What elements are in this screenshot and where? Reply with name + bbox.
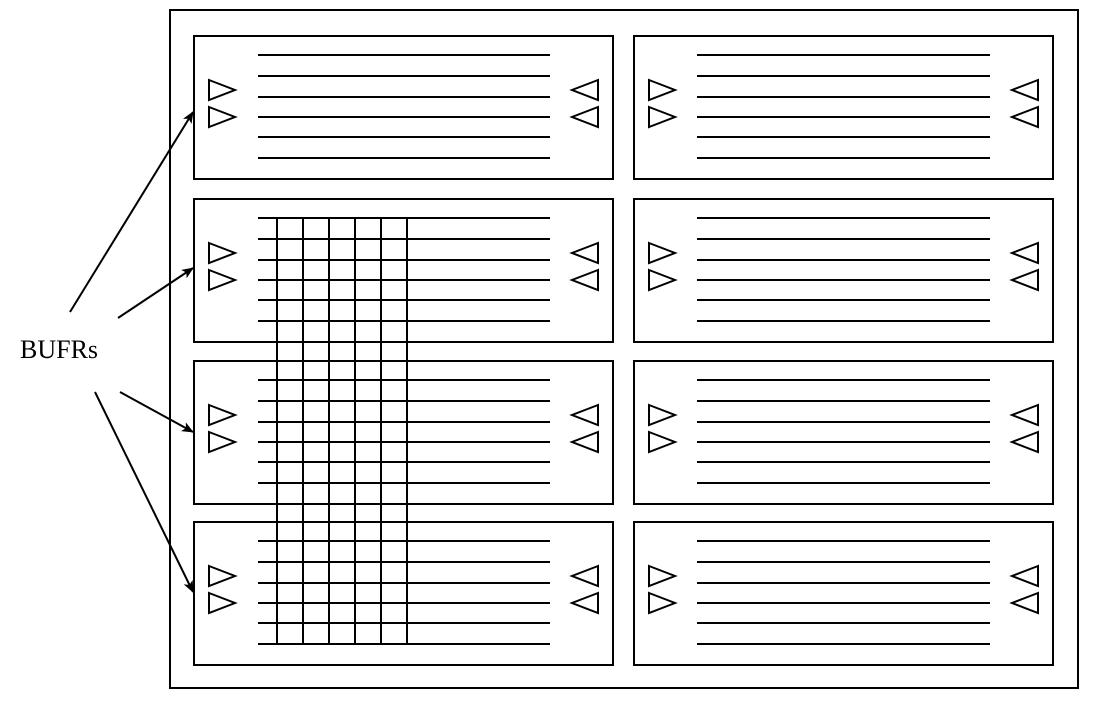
buffer-left-triangle-icon [569, 564, 599, 588]
buffer-left-triangle-icon [569, 105, 599, 129]
arrow-to-row-1 [69, 111, 194, 313]
routing-block [193, 521, 614, 666]
buffer-left-triangle-icon [1009, 430, 1039, 454]
buffer-left-triangle-icon [1009, 78, 1039, 102]
arrow-to-row-3 [119, 391, 194, 433]
block-outline [193, 198, 614, 343]
buffer-left-triangle-icon [569, 403, 599, 427]
routing-block [193, 35, 614, 180]
buffer-right-triangle-icon [208, 241, 238, 265]
buffer-right-triangle-icon [648, 591, 678, 615]
routing-block [633, 198, 1054, 343]
routing-block [193, 360, 614, 505]
buffer-left-triangle-icon [1009, 564, 1039, 588]
bufrs-label: BUFRs [20, 335, 98, 364]
block-outline [633, 521, 1054, 666]
buffer-right-triangle-icon [208, 403, 238, 427]
buffer-left-triangle-icon [569, 591, 599, 615]
vertical-wire-bundle [276, 219, 408, 644]
routing-block [193, 198, 614, 343]
buffer-right-triangle-icon [648, 78, 678, 102]
routing-block [633, 360, 1054, 505]
buffer-right-triangle-icon [208, 268, 238, 292]
buffer-right-triangle-icon [648, 105, 678, 129]
buffer-left-triangle-icon [569, 241, 599, 265]
block-outline [633, 198, 1054, 343]
buffer-right-triangle-icon [208, 591, 238, 615]
chip-outline [169, 9, 1079, 689]
arrow-to-row-2 [117, 267, 194, 319]
routing-blocks [193, 35, 1054, 666]
buffer-right-triangle-icon [208, 78, 238, 102]
buffer-left-triangle-icon [569, 78, 599, 102]
buffer-right-triangle-icon [648, 241, 678, 265]
buffer-left-triangle-icon [1009, 268, 1039, 292]
buffer-left-triangle-icon [569, 268, 599, 292]
buffer-right-triangle-icon [208, 430, 238, 454]
buffer-right-triangle-icon [648, 403, 678, 427]
buffer-left-triangle-icon [1009, 241, 1039, 265]
buffer-left-triangle-icon [569, 430, 599, 454]
arrow-to-row-4 [94, 391, 194, 593]
buffer-left-triangle-icon [1009, 105, 1039, 129]
buffer-right-triangle-icon [208, 564, 238, 588]
block-outline [193, 35, 614, 180]
bufr-arrows [69, 111, 194, 593]
routing-block [633, 521, 1054, 666]
buffer-right-triangle-icon [648, 564, 678, 588]
routing-block [633, 35, 1054, 180]
block-outline [193, 360, 614, 505]
block-outline [633, 35, 1054, 180]
buffer-left-triangle-icon [1009, 591, 1039, 615]
buffer-right-triangle-icon [648, 430, 678, 454]
buffer-right-triangle-icon [648, 268, 678, 292]
block-outline [193, 521, 614, 666]
buffer-left-triangle-icon [1009, 403, 1039, 427]
block-outline [633, 360, 1054, 505]
buffer-right-triangle-icon [208, 105, 238, 129]
